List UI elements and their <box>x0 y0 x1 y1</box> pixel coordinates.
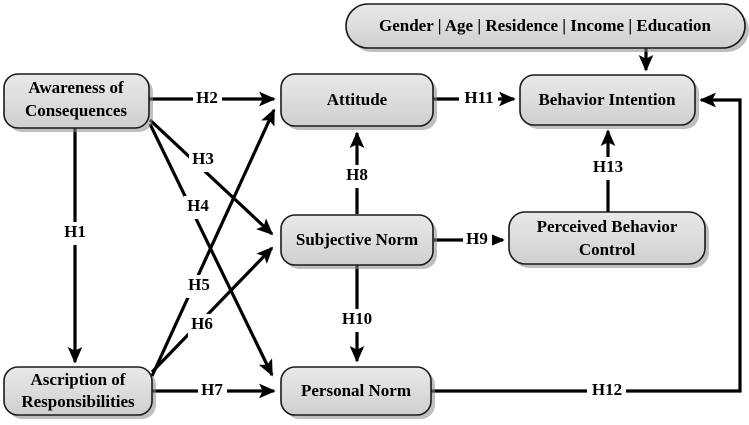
svg-text:H12: H12 <box>592 380 622 399</box>
svg-text:H9: H9 <box>466 229 488 248</box>
edge-label-H1: H1 <box>61 222 89 245</box>
svg-text:H7: H7 <box>201 380 223 399</box>
edge-label-H13: H13 <box>588 157 627 180</box>
node-ascription-of-responsibilities[interactable]: Ascription of Responsibilities <box>3 366 156 419</box>
svg-text:H11: H11 <box>464 88 493 107</box>
svg-text:H4: H4 <box>187 196 209 215</box>
node-subjective-norm-label: Subjective Norm <box>296 230 418 249</box>
edge-label-H7: H7 <box>198 380 227 403</box>
edge-H6 <box>150 108 276 377</box>
node-attitude-label: Attitude <box>327 90 388 109</box>
svg-text:H2: H2 <box>196 88 218 107</box>
edge-label-H2: H2 <box>193 88 222 111</box>
edge-label-H5: H5 <box>185 275 214 298</box>
svg-text:H3: H3 <box>192 149 214 168</box>
edge-label-H9: H9 <box>463 229 492 252</box>
svg-text:H8: H8 <box>346 165 368 184</box>
edge-label-H8: H8 <box>343 165 372 188</box>
node-behavior-intention[interactable]: Behavior Intention <box>519 74 699 129</box>
svg-text:H6: H6 <box>191 314 213 333</box>
edge-label-H11: H11 <box>459 88 498 111</box>
node-awareness-line2: Consequences <box>25 101 127 120</box>
node-demographics[interactable]: Gender | Age | Residence | Income | Educ… <box>345 3 749 52</box>
svg-text:H1: H1 <box>64 222 86 241</box>
svg-text:H5: H5 <box>188 275 210 294</box>
edge-label-H3: H3 <box>189 149 218 172</box>
node-demographics-label: Gender | Age | Residence | Income | Educ… <box>379 16 712 35</box>
edge-label-H10: H10 <box>338 309 377 332</box>
svg-text:H10: H10 <box>342 309 372 328</box>
node-subjective-norm[interactable]: Subjective Norm <box>280 214 437 269</box>
node-attitude[interactable]: Attitude <box>280 73 437 130</box>
edge-H12 <box>431 92 742 393</box>
node-awareness-line1: Awareness of <box>28 78 124 97</box>
node-perceived-behavior-control-line2: Control <box>579 240 636 259</box>
edge-H3 <box>148 118 274 236</box>
edge-label-H4: H4 <box>184 196 213 219</box>
node-perceived-behavior-control[interactable]: Perceived Behavior Control <box>508 211 709 268</box>
node-awareness-of-consequences[interactable]: Awareness of Consequences <box>3 73 153 132</box>
edge-H5 <box>150 246 274 374</box>
node-perceived-behavior-control-line1: Perceived Behavior <box>537 217 678 236</box>
node-layer: Gender | Age | Residence | Income | Educ… <box>3 3 749 419</box>
node-ascription-line1: Ascription of <box>31 370 126 389</box>
edge-label-layer: H1 H2 H3 H4 H5 H6 <box>61 88 627 403</box>
svg-text:H13: H13 <box>593 157 623 176</box>
node-ascription-line2: Responsibilities <box>21 392 135 411</box>
node-personal-norm-label: Personal Norm <box>301 381 411 400</box>
edge-label-H12: H12 <box>587 380 626 403</box>
node-behavior-intention-label: Behavior Intention <box>538 90 676 109</box>
node-personal-norm[interactable]: Personal Norm <box>280 366 435 419</box>
edge-label-H6: H6 <box>188 314 217 337</box>
